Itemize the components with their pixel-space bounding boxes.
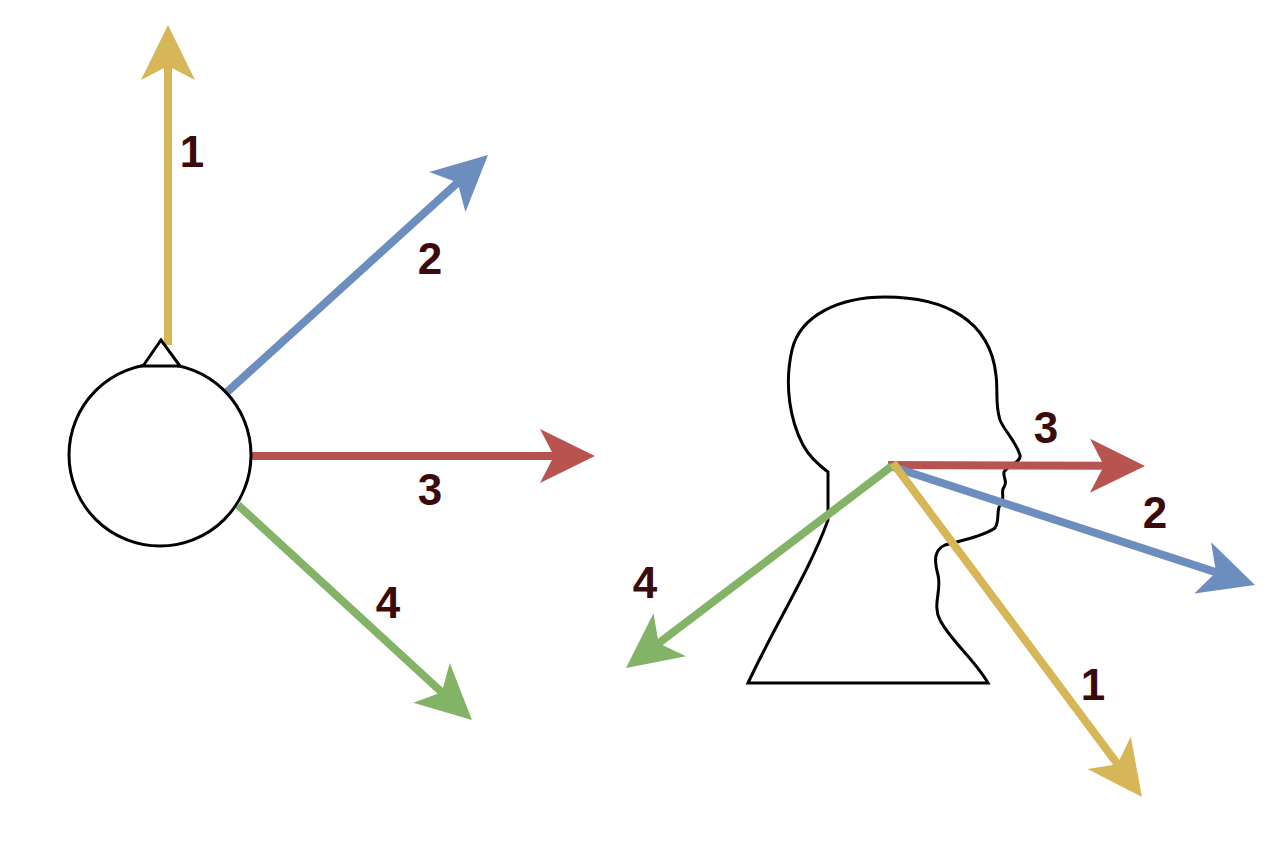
callout-number: 4: [376, 581, 400, 625]
arrow-shaft: [657, 466, 892, 644]
callout-number: 3: [418, 468, 442, 512]
head-top-view: [69, 364, 251, 546]
callout-number: 1: [1081, 663, 1105, 707]
arrow-head: [626, 613, 686, 668]
arrow-head: [1087, 737, 1142, 797]
arrow-head: [1194, 542, 1255, 593]
callout-number: 2: [418, 237, 442, 281]
arrow-head: [413, 663, 472, 720]
arrow-shaft: [251, 452, 556, 460]
direction-arrows: [626, 439, 1255, 797]
arrow-shaft: [238, 505, 443, 694]
arrow-shaft: [893, 463, 1119, 766]
callout-number: 3: [1034, 406, 1058, 450]
arrow-head: [540, 429, 595, 483]
arrow-head: [429, 155, 488, 212]
arrow-shaft: [226, 181, 459, 393]
arrow-shaft: [164, 64, 172, 345]
nose-marker: [143, 340, 180, 366]
arrow-head: [141, 25, 195, 80]
head-side-view: [748, 297, 1020, 683]
callout-number: 4: [633, 561, 657, 605]
direction-arrows: [141, 25, 595, 720]
arrow-head: [1090, 439, 1145, 493]
callout-number: 1: [180, 130, 204, 174]
arrow-shaft: [888, 461, 1106, 470]
callout-number: 2: [1143, 491, 1167, 535]
